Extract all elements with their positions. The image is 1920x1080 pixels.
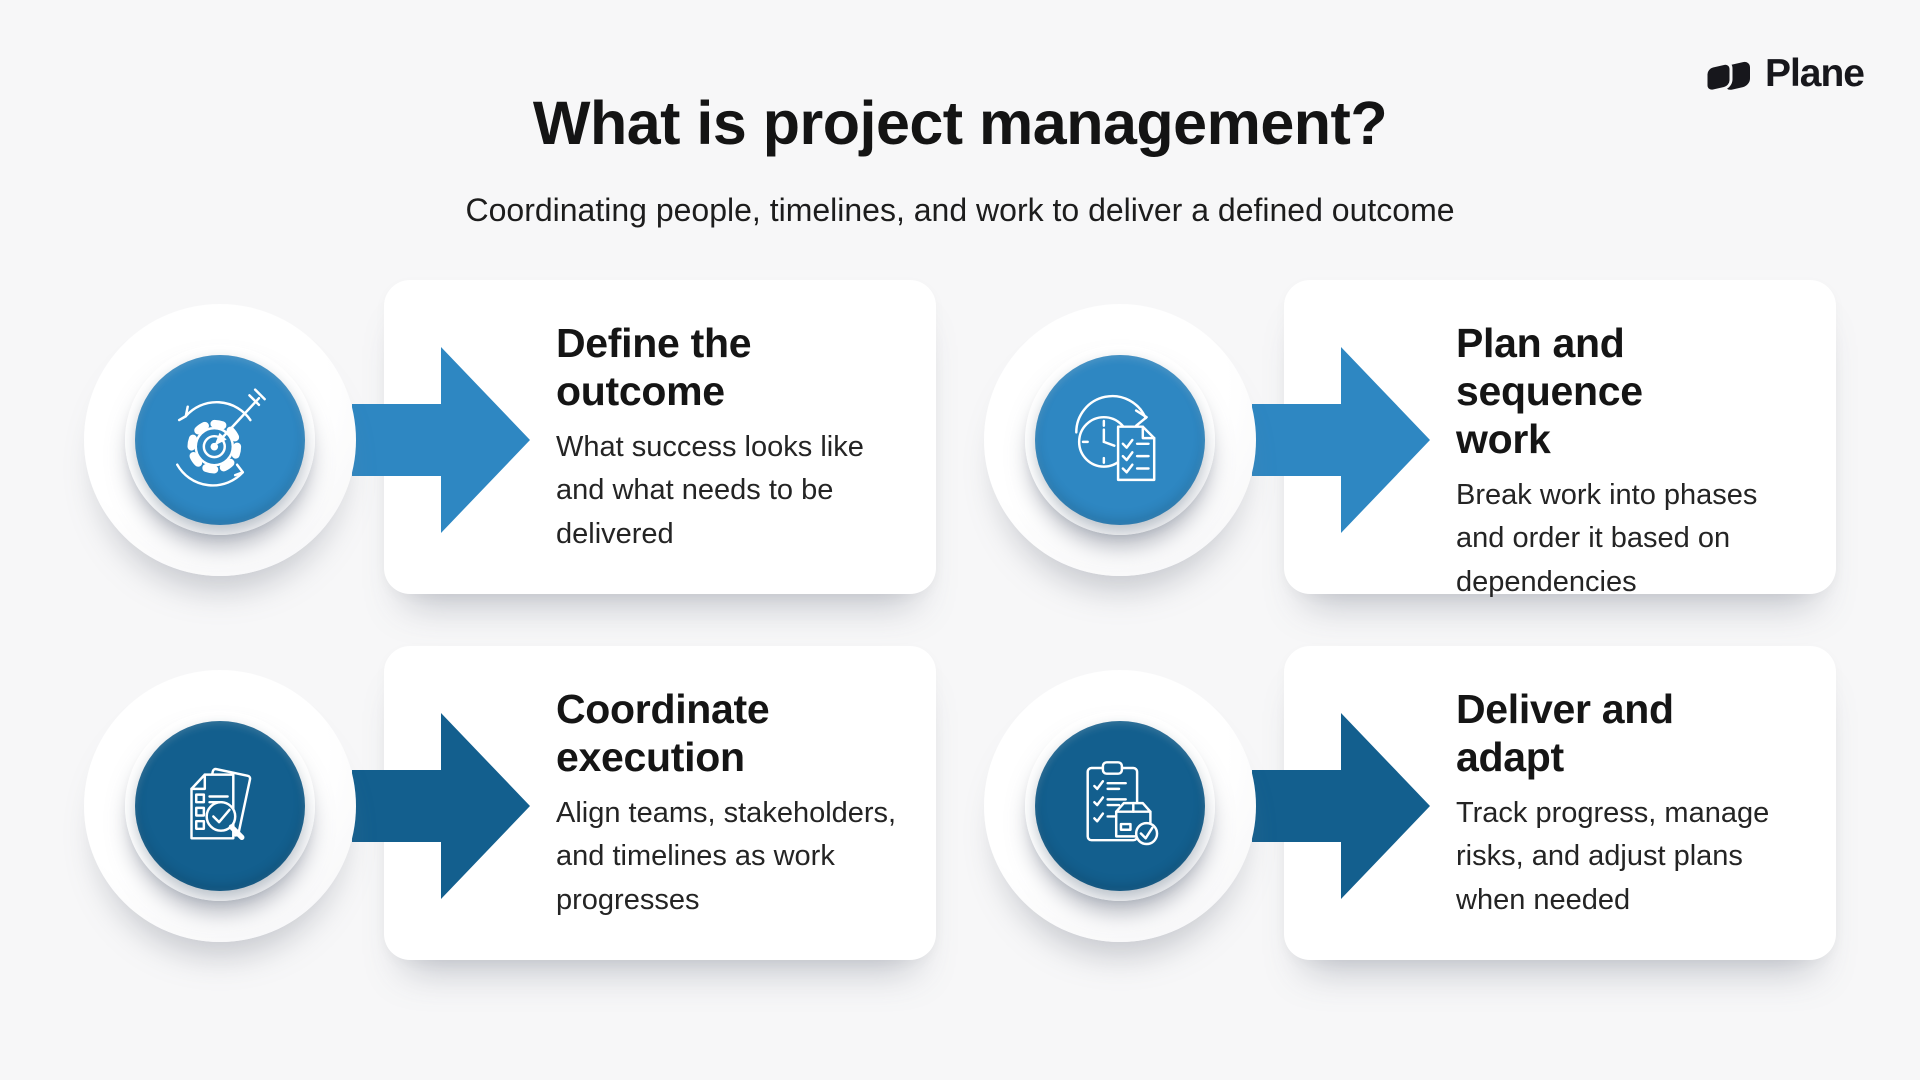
step-define-outcome: Define the outcome What success looks li… [84, 280, 984, 664]
step-plan-sequence: Plan and sequence work Break work into p… [984, 280, 1884, 664]
icon-disc [135, 721, 305, 891]
plane-logo-text: Plane [1764, 52, 1865, 95]
plane-logo: Plane [1700, 52, 1865, 96]
arrow-right-icon [1252, 347, 1430, 533]
step-title: Define the outcome [556, 320, 752, 414]
clock-schedule-icon [1075, 394, 1156, 482]
step-description: Track progress, manage risks, and adjust… [1456, 796, 1770, 916]
step-title: Plan and sequence work [1456, 320, 1643, 462]
step-description: Align teams, stakeholders, and timelines… [556, 796, 897, 916]
icon-disc [135, 355, 305, 525]
step-description: Break work into phases and order it base… [1456, 478, 1758, 598]
step-title: Deliver and adapt [1456, 686, 1674, 780]
page-title: What is project management? [532, 89, 1388, 157]
icon-disc [1035, 721, 1205, 891]
plane-logo-icon [1704, 61, 1750, 93]
step-title: Coordinate execution [556, 686, 770, 780]
step-description: What success looks like and what needs t… [556, 430, 864, 550]
clipboard-package-icon [1086, 761, 1159, 846]
icon-disc [1035, 355, 1205, 525]
target-gear-icon [176, 388, 266, 487]
arrow-right-icon [352, 347, 530, 533]
step-card: Coordinate execution Align teams, stakeh… [384, 646, 936, 960]
document-review-icon [190, 767, 252, 840]
arrow-right-icon [1252, 713, 1430, 899]
step-deliver-adapt: Deliver and adapt Track progress, manage… [984, 646, 1884, 1030]
arrow-right-icon [352, 713, 530, 899]
step-coordinate-execution: Coordinate execution Align teams, stakeh… [84, 646, 984, 1030]
page-subtitle: Coordinating people, timelines, and work… [465, 192, 1455, 228]
